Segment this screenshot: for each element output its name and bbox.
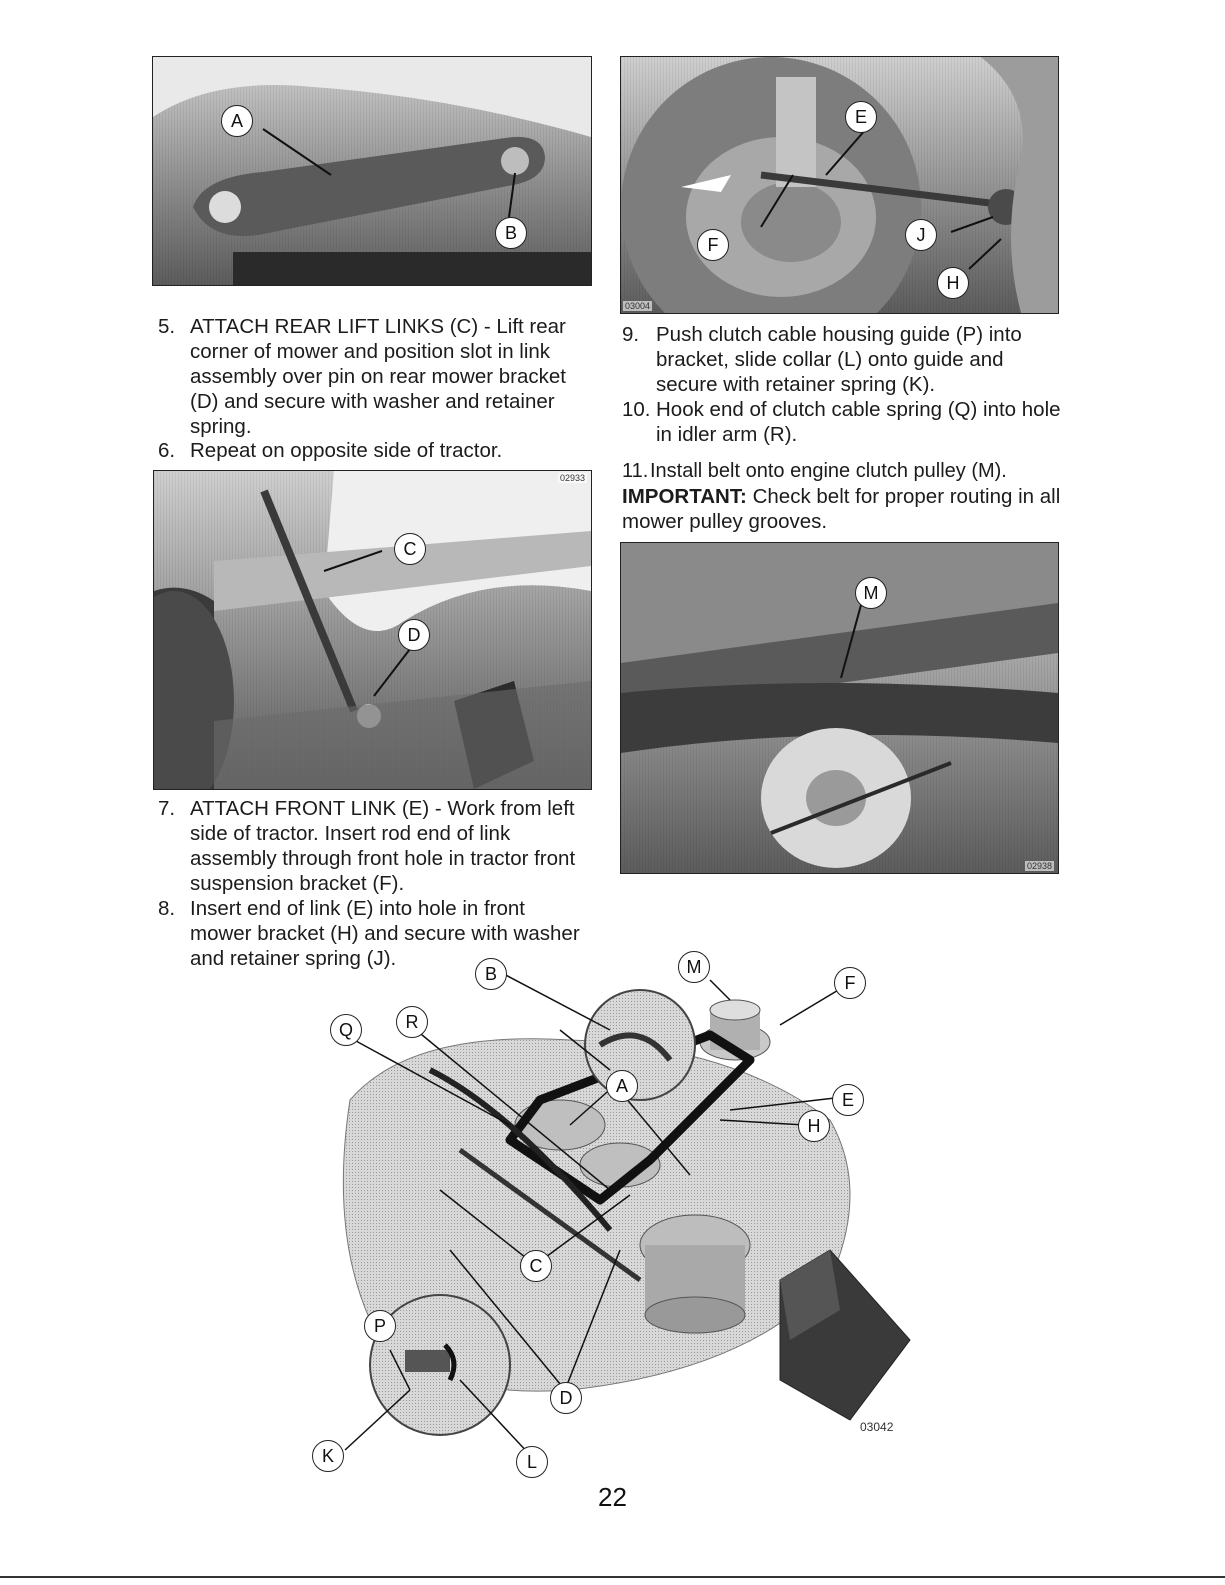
step-11: 11. Install belt onto engine clutch pull… bbox=[622, 459, 1072, 484]
callout-m: M bbox=[855, 577, 887, 609]
bottom-rule bbox=[0, 1576, 1225, 1578]
step-5: 5. ATTACH REAR LIFT LINKS (C) - Lift rea… bbox=[158, 314, 588, 439]
photo-front-link: E F J H 03004 bbox=[620, 56, 1059, 314]
callout-d: D bbox=[550, 1382, 582, 1414]
rear-lift-link-illustration bbox=[153, 57, 591, 285]
step-9: 9. Push clutch cable housing guide (P) i… bbox=[622, 322, 1062, 397]
callout-c: C bbox=[520, 1250, 552, 1282]
callout-j: J bbox=[905, 219, 937, 251]
clutch-pulley-illustration bbox=[621, 543, 1058, 868]
step-number: 9. bbox=[622, 323, 640, 346]
callout-d: D bbox=[398, 619, 430, 651]
callout-h: H bbox=[798, 1110, 830, 1142]
step-text: Repeat on opposite side of tractor. bbox=[190, 439, 503, 462]
step-8: 8. Insert end of link (E) into hole in f… bbox=[158, 896, 588, 971]
step-text: Insert end of link (E) into hole in fron… bbox=[190, 897, 580, 970]
step-number: 6. bbox=[158, 439, 176, 462]
step-6: 6. Repeat on opposite side of tractor. bbox=[158, 438, 588, 463]
callout-k: K bbox=[312, 1440, 344, 1472]
callout-m: M bbox=[678, 951, 710, 983]
photo-rear-lift-link: A B bbox=[152, 56, 592, 286]
callout-b: B bbox=[495, 217, 527, 249]
step-text: Push clutch cable housing guide (P) into… bbox=[656, 323, 1022, 396]
photo-code: 03004 bbox=[623, 301, 653, 311]
callout-h: H bbox=[937, 267, 969, 299]
step-7: 7. ATTACH FRONT LINK (E) - Work from lef… bbox=[158, 796, 588, 896]
callout-r: R bbox=[396, 1006, 428, 1038]
step-number: 10. bbox=[622, 398, 651, 421]
page-number: 22 bbox=[598, 1482, 627, 1512]
front-link-illustration bbox=[621, 57, 1058, 313]
callout-a: A bbox=[606, 1070, 638, 1102]
step-number: 5. bbox=[158, 315, 176, 338]
callout-q: Q bbox=[330, 1014, 362, 1046]
photo-rear-lift-links: C D 02933 bbox=[153, 470, 592, 790]
photo-code: 02933 bbox=[557, 473, 587, 483]
photo-code: 02938 bbox=[1024, 861, 1054, 871]
callout-e: E bbox=[832, 1084, 864, 1116]
step-number: 7. bbox=[158, 797, 176, 820]
diagram-code: 03042 bbox=[860, 1420, 894, 1434]
callout-f: F bbox=[697, 229, 729, 261]
mower-deck-illustration bbox=[342, 971, 911, 1456]
step-10: 10. Hook end of clutch cable spring (Q) … bbox=[622, 397, 1062, 447]
important-note: IMPORTANT: Check belt for proper routing… bbox=[622, 484, 1062, 534]
callout-f: F bbox=[834, 967, 866, 999]
step-text: Hook end of clutch cable spring (Q) into… bbox=[656, 398, 1061, 446]
step-number: 11. bbox=[622, 460, 649, 482]
callout-c: C bbox=[394, 533, 426, 565]
step-text: Install belt onto engine clutch pulley (… bbox=[650, 460, 1007, 482]
photo-clutch-pulley: M 02938 bbox=[620, 542, 1059, 874]
mower-deck-diagram: M F B Q R E H A C P D K L 03042 bbox=[310, 950, 920, 1478]
step-number: 8. bbox=[158, 897, 176, 920]
callout-l: L bbox=[516, 1446, 548, 1478]
rear-lift-links-illustration bbox=[154, 471, 591, 789]
callout-b: B bbox=[475, 958, 507, 990]
important-text: Check belt for proper routing in all mow… bbox=[622, 485, 1061, 533]
callout-p: P bbox=[364, 1310, 396, 1342]
important-label: IMPORTANT: bbox=[622, 485, 747, 508]
step-text: ATTACH FRONT LINK (E) - Work from left s… bbox=[190, 797, 576, 895]
step-text: ATTACH REAR LIFT LINKS (C) - Lift rear c… bbox=[190, 315, 566, 438]
callout-e: E bbox=[845, 101, 877, 133]
callout-a: A bbox=[221, 105, 253, 137]
